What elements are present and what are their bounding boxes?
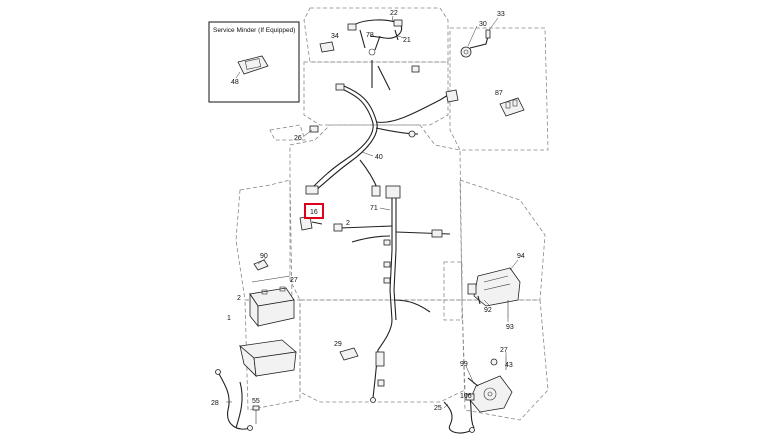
callout-2b: 2 <box>237 295 241 302</box>
callout-106: 106 <box>460 393 472 400</box>
service-minder-part <box>235 55 269 79</box>
callout-16: 16 <box>310 209 318 216</box>
callout-71: 71 <box>370 205 378 212</box>
callout-27b: 27 <box>500 347 508 354</box>
part-71-harness <box>333 185 451 403</box>
callout-26: 26 <box>294 135 302 142</box>
callout-87: 87 <box>495 90 503 97</box>
leader-lines <box>226 15 519 409</box>
part-55-bolt <box>252 405 260 424</box>
part-40-main-harness <box>305 60 459 197</box>
callout-22: 22 <box>390 10 398 17</box>
inset-title: Service Minder (If Equipped) <box>213 27 295 34</box>
callout-29: 29 <box>334 341 342 348</box>
callout-55: 55 <box>252 398 260 405</box>
part-22-harness <box>347 19 403 56</box>
part-battery-tray <box>239 339 297 378</box>
callout-92: 92 <box>484 307 492 314</box>
callout-90: 90 <box>260 253 268 260</box>
callout-33: 33 <box>497 11 505 18</box>
part-94-mount <box>467 267 521 318</box>
callout-99: 99 <box>460 361 468 368</box>
callout-78: 78 <box>366 32 374 39</box>
callout-93: 93 <box>506 324 514 331</box>
callout-94: 94 <box>517 253 525 260</box>
callout-27a: 27 <box>290 277 298 284</box>
part-28-cable <box>215 369 253 431</box>
callout-43: 43 <box>505 362 513 369</box>
callout-28: 28 <box>211 400 219 407</box>
callout-30: 30 <box>479 21 487 28</box>
service-minder-inset: Service Minder (If Equipped) 48 <box>208 21 300 103</box>
part-90-bracket <box>253 259 269 271</box>
highlighted-callout-16[interactable]: 16 <box>304 203 324 219</box>
part-87-relay <box>499 97 525 117</box>
callout-34: 34 <box>331 33 339 40</box>
callout-numbers: 22 21 78 34 30 33 87 26 40 71 2 90 27 2 … <box>211 10 525 412</box>
inset-part-number: 48 <box>231 79 239 86</box>
part-29-module <box>339 347 359 361</box>
callout-21: 21 <box>403 37 411 44</box>
part-2-battery <box>249 275 295 328</box>
callout-2a: 2 <box>346 220 350 227</box>
callout-1: 1 <box>227 315 231 322</box>
part-25-cable <box>443 393 475 434</box>
callout-40: 40 <box>375 154 383 161</box>
callout-25: 25 <box>434 405 442 412</box>
part-30-key-switch <box>460 29 491 58</box>
part-34-switch <box>319 41 335 53</box>
part-side-pan <box>443 261 463 321</box>
